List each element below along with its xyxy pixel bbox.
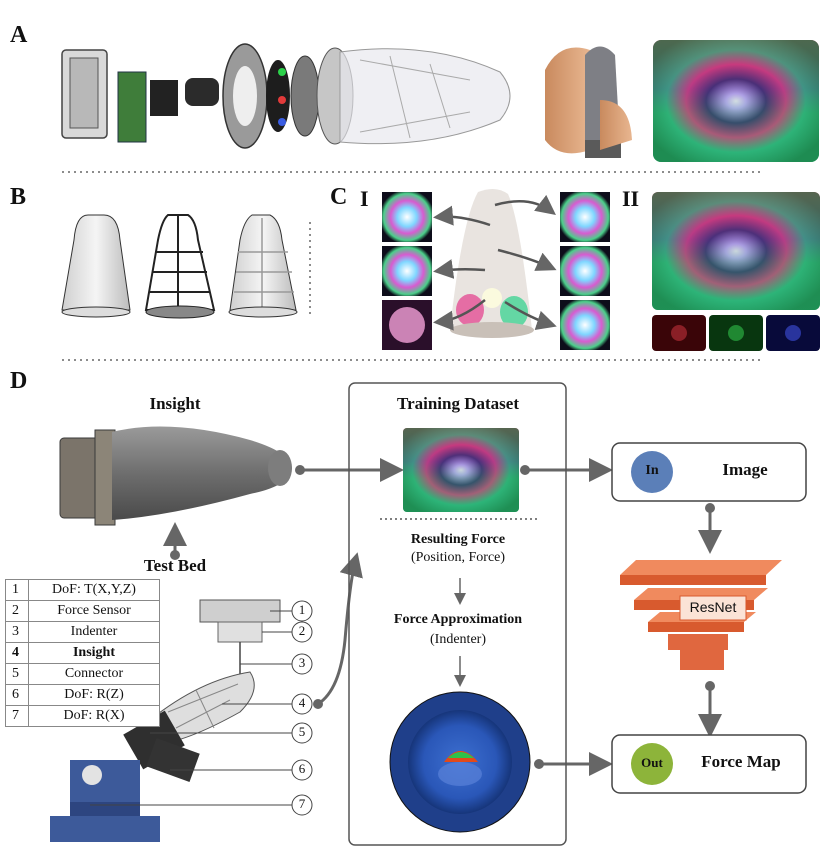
- panel-label-c-i: I: [360, 186, 369, 211]
- resnet-label: ResNet: [689, 599, 737, 615]
- insight-title: Insight: [149, 394, 201, 413]
- fem-force-map: [389, 691, 531, 833]
- panel-label-c: C: [330, 184, 348, 210]
- tactile-image-a: [653, 40, 819, 162]
- force-approximation-sub: (Indenter): [430, 632, 486, 647]
- insight-sensor-render: [59, 426, 292, 526]
- in-label: In: [645, 463, 659, 478]
- tactile-image-d: [403, 428, 519, 512]
- resnet-label-box: [679, 595, 747, 621]
- hand-holding-sensor: [535, 40, 635, 162]
- panel-label-c-ii: II: [622, 186, 640, 211]
- led-patch-br: [560, 300, 610, 350]
- training-dataset-title: Training Dataset: [397, 394, 519, 413]
- callout-4: 4: [298, 695, 306, 710]
- callout-2: 2: [298, 623, 306, 638]
- callout-5: 5: [298, 724, 306, 739]
- out-label: Out: [641, 755, 663, 770]
- tactile-image-c: [652, 192, 820, 310]
- out-circle: [631, 743, 673, 785]
- callout-3: 3: [298, 655, 306, 670]
- panel-label-b: B: [10, 184, 27, 210]
- led-arrows: [433, 194, 557, 331]
- callout-6: 6: [298, 761, 306, 776]
- panel-label-a: A: [10, 22, 28, 48]
- shell-combined: [228, 214, 298, 318]
- shell-skin: [61, 214, 131, 318]
- force-approximation-label: Force Approximation: [393, 612, 523, 627]
- test-bed-title: Test Bed: [143, 556, 207, 575]
- callout-7: 7: [298, 796, 306, 811]
- in-circle: [631, 451, 673, 493]
- panel-label-d: D: [10, 368, 28, 394]
- resulting-force-sub: (Position, Force): [410, 550, 506, 565]
- led-patch-bl: [382, 300, 432, 350]
- test-bed-render: [50, 599, 281, 842]
- shell-skeleton: [144, 214, 216, 319]
- led-patch-ml: [382, 246, 432, 296]
- resulting-force-label: Resulting Force: [410, 532, 506, 547]
- exploded-assembly: [61, 43, 511, 149]
- callout-1: 1: [298, 602, 306, 617]
- image-label: Image: [722, 460, 768, 479]
- led-patch-tr: [560, 192, 610, 242]
- training-dataset-box: [348, 382, 567, 846]
- force-map-label: Force Map: [701, 752, 781, 771]
- led-patch-tl: [382, 192, 432, 242]
- led-patch-mr: [560, 246, 610, 296]
